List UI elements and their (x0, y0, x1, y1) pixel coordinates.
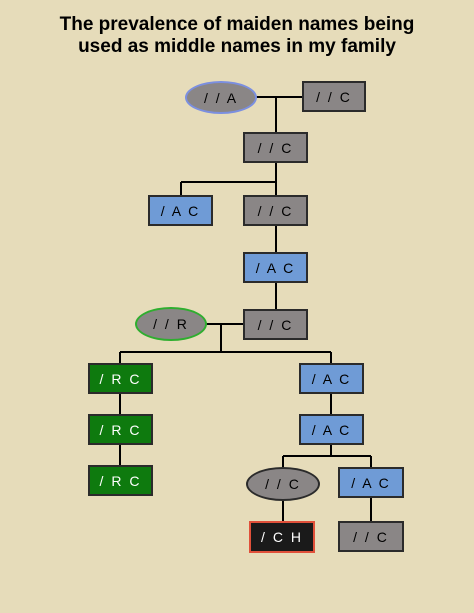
node-label: / A C (311, 421, 352, 438)
node-r: / / R (135, 307, 207, 341)
node-c3: / / C (243, 195, 308, 226)
node-label: / / R (153, 316, 189, 332)
node-label: / / A (203, 89, 239, 106)
node-ac3: / A C (299, 363, 364, 394)
node-ch: / C H (249, 521, 315, 553)
node-label: / R C (99, 370, 142, 387)
node-c1: / / C (302, 81, 366, 112)
node-label: / / C (265, 476, 301, 492)
node-label: / R C (99, 421, 142, 438)
diagram-title: The prevalence of maiden names being use… (0, 14, 474, 58)
node-c6: / / C (338, 521, 404, 552)
node-label: / A C (160, 202, 201, 219)
node-label: / / C (353, 528, 389, 545)
node-ac5: / A C (338, 467, 404, 498)
node-a: / / A (185, 81, 257, 114)
node-ac1: / A C (148, 195, 213, 226)
node-label: / A C (255, 259, 296, 276)
node-ac4: / A C (299, 414, 364, 445)
node-label: / / C (257, 316, 294, 333)
node-label: / / C (257, 139, 294, 156)
node-label: / R C (99, 472, 142, 489)
node-rc2: / R C (88, 414, 153, 445)
node-c2: / / C (243, 132, 308, 163)
title-line-1: The prevalence of maiden names being (59, 14, 415, 35)
node-label: / / C (316, 88, 352, 105)
node-c4: / / C (243, 309, 308, 340)
node-label: / A C (311, 370, 352, 387)
node-label: / / C (257, 202, 294, 219)
title-line-2: used as middle names in my family (78, 36, 396, 57)
node-c5: / / C (246, 467, 320, 501)
node-label: / C H (261, 529, 303, 545)
node-ac2: / A C (243, 252, 308, 283)
node-rc1: / R C (88, 363, 153, 394)
node-label: / A C (351, 474, 391, 491)
node-rc3: / R C (88, 465, 153, 496)
